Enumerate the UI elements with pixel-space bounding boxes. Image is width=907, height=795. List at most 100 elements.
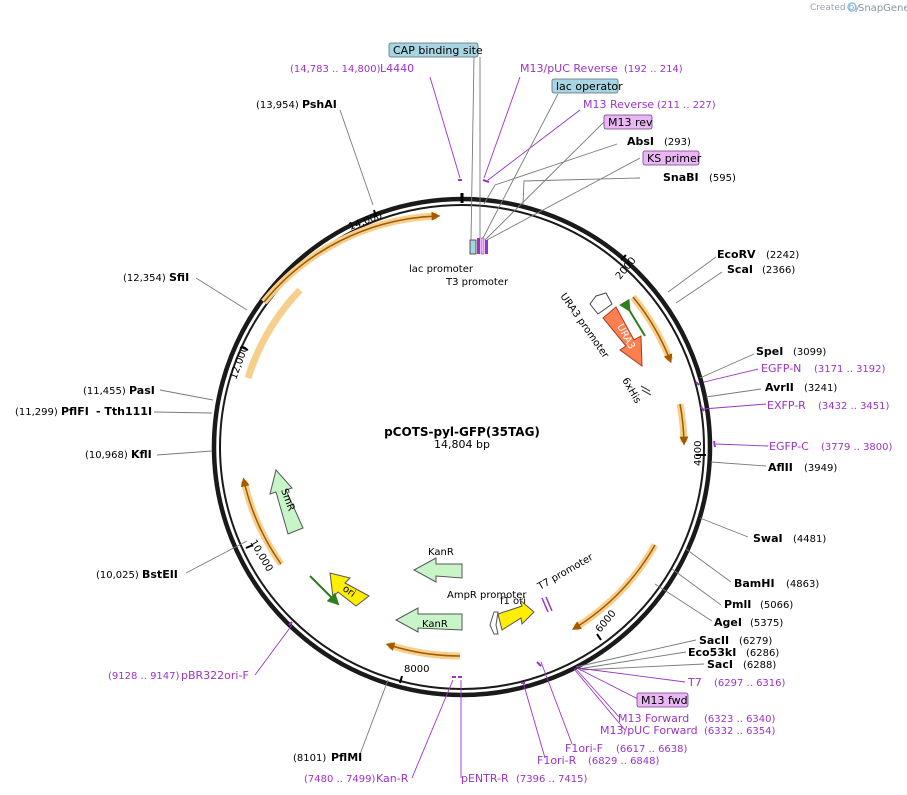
lac-operator-label: lac operator (556, 80, 623, 93)
bamhi-pos: (4863) (786, 579, 819, 590)
pshai-name: PshAI (302, 98, 337, 111)
orf-arcs (240, 211, 689, 660)
absi-name: AbsI (627, 135, 654, 148)
his-tag-label: 6xHis (619, 376, 642, 406)
f1-ori-arrow (497, 598, 535, 631)
plasmid-size: 14,804 bp (434, 438, 490, 451)
pshai-pos: (13,954) (256, 100, 299, 111)
kanr-bottom-arrow (394, 607, 463, 633)
m13-rev-label: M13 rev (608, 116, 653, 129)
agei-pos: (5375) (750, 618, 783, 629)
kan-r-range: (7480 .. 7499) (304, 774, 376, 785)
pflfi-name: PflFI (61, 405, 89, 418)
t7-promoter-mark (541, 597, 549, 613)
kanr-bottom-label: KanR (422, 619, 448, 630)
m13-rev-box: M13 rev (603, 114, 653, 130)
plasmid-name: pCOTS-pyl-GFP(35TAG) (384, 425, 540, 439)
tick-label-4000: 4000 (693, 441, 704, 466)
ori-green-arrow (309, 575, 340, 606)
scai-pos: (2366) (762, 265, 795, 276)
cap-binding-site-box: CAP binding site (388, 42, 483, 58)
egfp-n-name: EGFP-N (761, 362, 801, 375)
top-features (469, 237, 488, 255)
credit-brand: SnapGene (858, 3, 907, 14)
t7-promoter-label: T7 promoter (535, 552, 596, 593)
pflmi-name: PflMI (331, 751, 362, 764)
primer-ticks (288, 179, 716, 684)
m13-reverse-name: M13 Reverse (583, 98, 654, 111)
snapgene-credit: Created by SnapGene (810, 2, 907, 14)
t3-promoter-label: T3 promoter (445, 277, 509, 288)
smr-arrow (269, 468, 304, 535)
ampr-promoter-shape (489, 611, 499, 635)
saci-name: SacI (707, 658, 733, 671)
kfli-name: KflI (131, 448, 152, 461)
m13puc-rev-name: M13/pUC Reverse (520, 62, 618, 75)
swai-name: SwaI (753, 532, 783, 545)
egfp-n-range: (3171 .. 3192) (814, 364, 886, 375)
t7-range: (6297 .. 6316) (714, 678, 786, 689)
pbr322ori-f-name: pBR322ori-F (181, 669, 249, 682)
backbone-inner (219, 204, 705, 690)
snabi-pos: (595) (709, 173, 736, 184)
egfp-c-range: (3779 .. 3800) (821, 442, 893, 453)
aflii-pos: (3949) (804, 463, 837, 474)
sfii-name: SfiI (169, 271, 189, 284)
scai-name: ScaI (727, 263, 753, 276)
pentr-r-range: (7396 .. 7415) (516, 774, 588, 785)
m13puc-fwd-range: (6332 .. 6354) (704, 726, 776, 737)
bsteii-name: BstEII (142, 568, 178, 581)
primer-labels: (14,783 .. 14,800) L4440 M13/pUC Reverse… (108, 62, 893, 785)
f1ori-f-name: F1ori-F (565, 742, 603, 755)
credit-prefix: Created by (810, 3, 860, 13)
pmli-pos: (5066) (760, 600, 793, 611)
f1ori-r-range: (6829 .. 6848) (588, 756, 660, 767)
m13-forward-range: (6323 .. 6340) (704, 714, 776, 725)
sacii-name: SacII (699, 634, 729, 647)
ks-primer-label: KS primer (647, 152, 702, 165)
saci-pos: (6288) (743, 660, 776, 671)
agei-name: AgeI (714, 616, 742, 629)
m13puc-rev-range: (192 .. 214) (624, 64, 683, 75)
ks-primer-box: KS primer (642, 150, 702, 166)
top-feature-lines (470, 56, 641, 241)
enzyme-labels: (13,954) PshAI AbsI (293) SnaBI (595) Ec… (15, 98, 837, 764)
tick-marks (240, 209, 706, 684)
snabi-name: SnaBI (663, 171, 699, 184)
m13puc-fwd-name: M13/pUC Forward (600, 724, 698, 737)
m13-fwd-box: M13 fwd (636, 692, 689, 708)
pflmi-pos: (8101) (293, 753, 326, 764)
ura3-promoter-shape (589, 292, 613, 315)
ecorv-pos: (2242) (766, 250, 799, 261)
l4440-range: (14,783 .. 14,800) (290, 64, 381, 75)
tick-label-8000: 8000 (404, 664, 429, 675)
m13-forward-name: M13 Forward (618, 712, 689, 725)
egfp-c-name: EGFP-C (769, 440, 809, 453)
ura3-arrow (602, 306, 643, 368)
swai-pos: (4481) (793, 534, 826, 545)
exfp-r-range: (3432 .. 3451) (818, 401, 890, 412)
kan-r-name: Kan-R (376, 772, 409, 785)
tth111i-name: - Tth111I (96, 405, 152, 418)
eco53ki-pos: (6286) (746, 648, 779, 659)
aflii-name: AflII (768, 461, 793, 474)
cap-binding-site-label: CAP binding site (393, 44, 483, 57)
f1-ori-label: f1 ori (500, 596, 526, 607)
avrii-name: AvrII (765, 381, 794, 394)
avrii-pos: (3241) (804, 383, 837, 394)
f1ori-r-name: F1ori-R (537, 754, 577, 767)
ampr-promoter-label: AmpR promoter (447, 590, 527, 601)
ori-arrow (329, 572, 370, 607)
f1ori-f-range: (6617 .. 6638) (616, 744, 688, 755)
pbr322ori-f-range: (9128 .. 9147) (108, 671, 180, 682)
pasi-name: PasI (129, 384, 155, 397)
sfii-pos: (12,354) (123, 273, 166, 284)
absi-pos: (293) (664, 137, 691, 148)
spei-pos: (3099) (793, 347, 826, 358)
pmli-name: PmlI (724, 598, 751, 611)
snapgene-logo-icon (847, 2, 857, 12)
ura3-label: URA3 (614, 322, 636, 351)
bsteii-pos: (10,025) (96, 570, 139, 581)
bamhi-name: BamHI (734, 577, 775, 590)
